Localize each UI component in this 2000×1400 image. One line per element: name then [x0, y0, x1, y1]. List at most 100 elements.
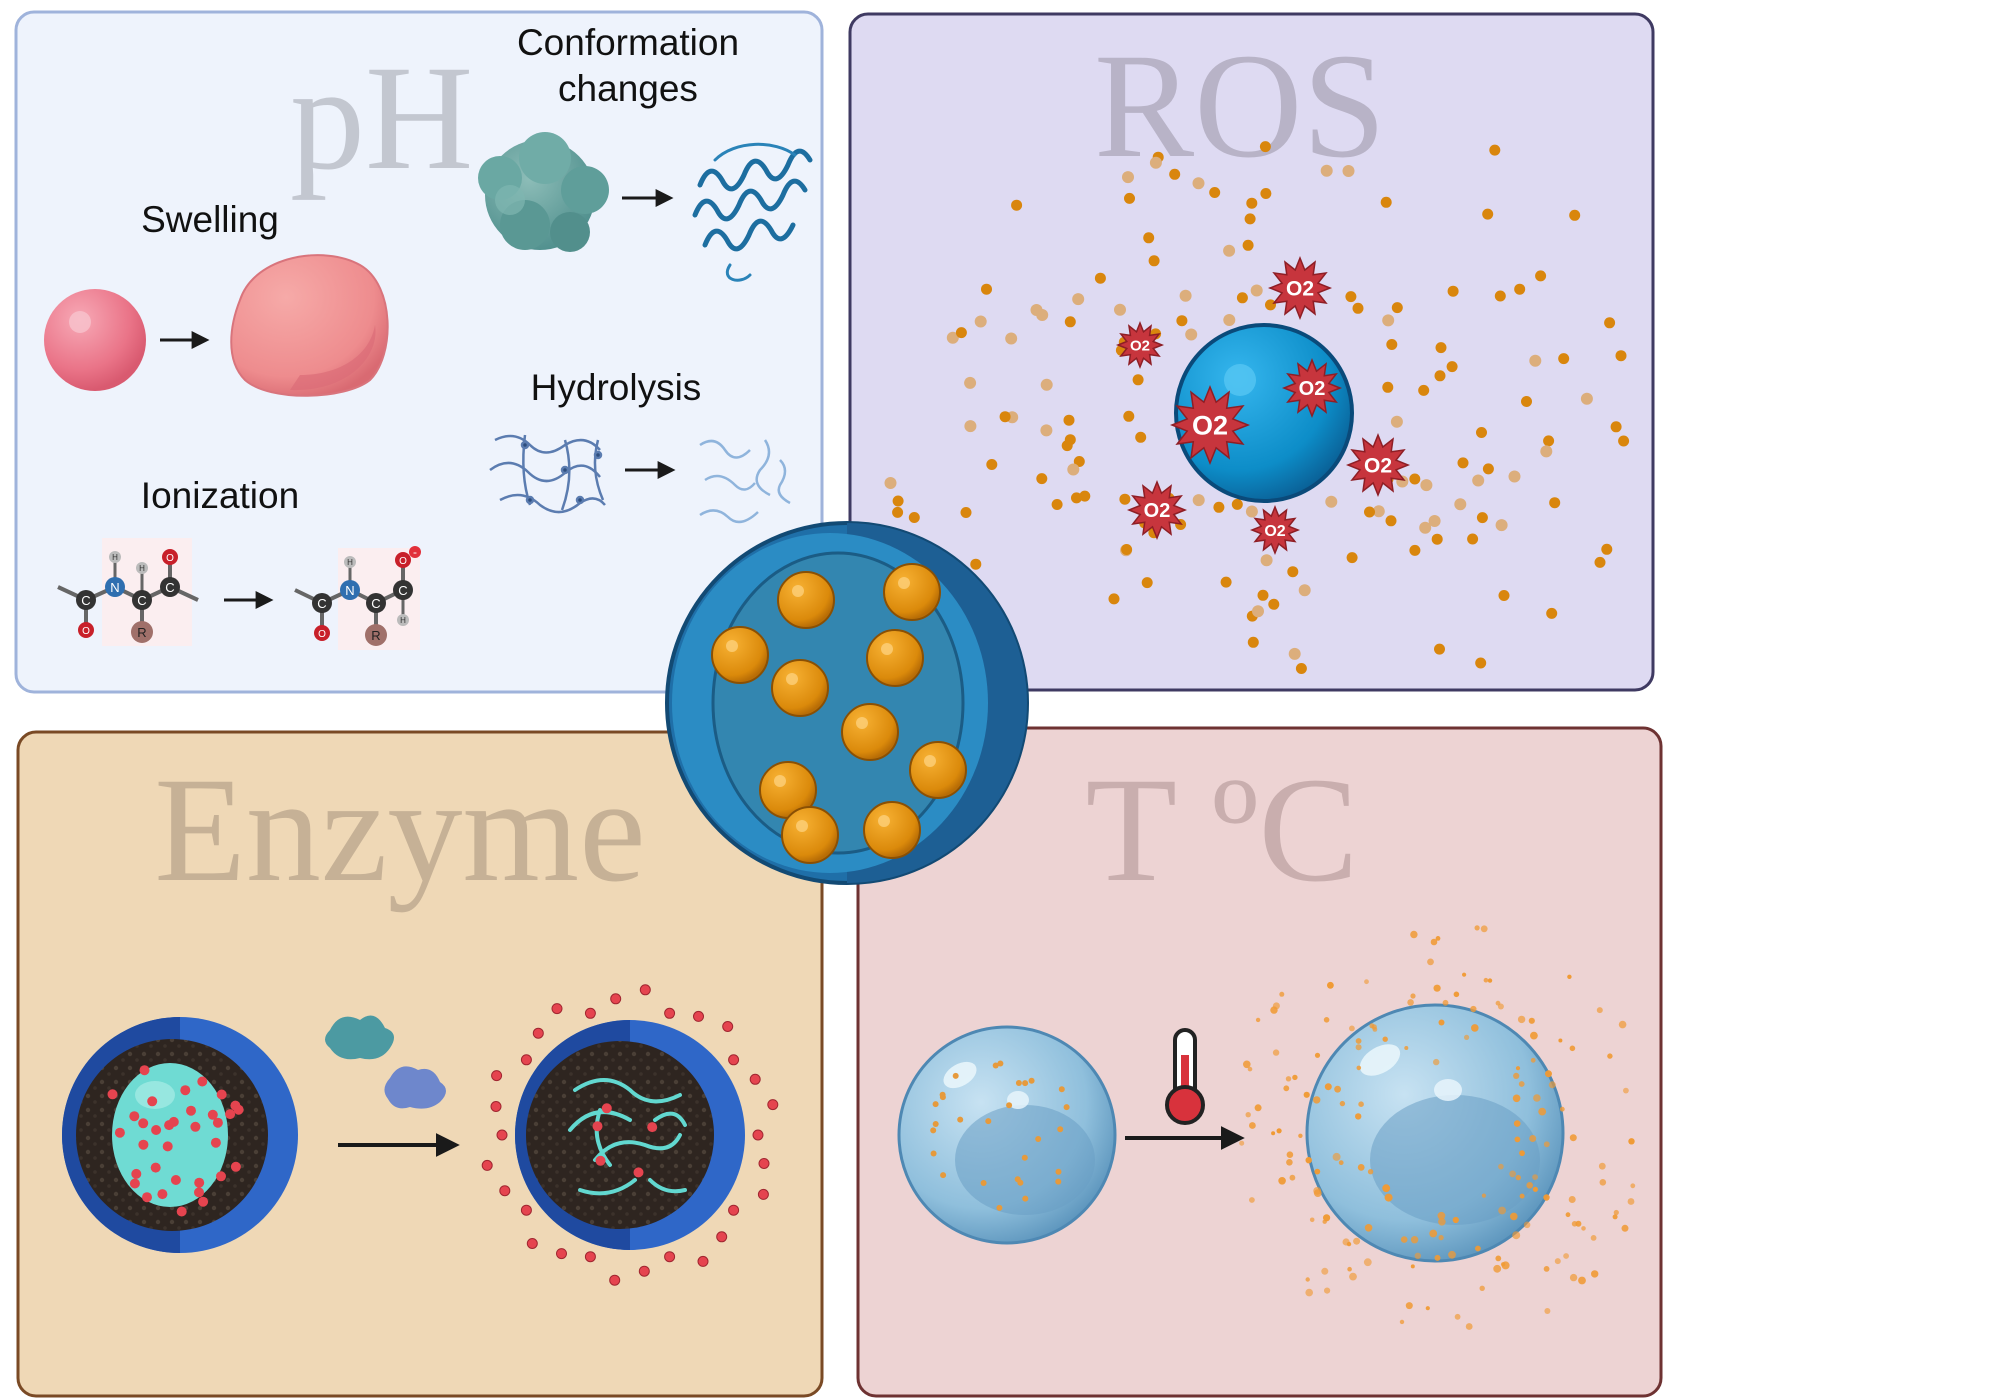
panel-enzyme-title: Enzyme: [154, 747, 645, 913]
released-particle: [1298, 1133, 1303, 1139]
released-particle: [1543, 1194, 1550, 1201]
ros-particle: [955, 327, 967, 339]
released-particle: [1464, 1034, 1470, 1040]
ros-particle: [1529, 354, 1542, 367]
released-drug-molecule: [499, 1185, 511, 1197]
hydrolysis-label: Hydrolysis: [531, 367, 702, 408]
ros-particle: [1247, 636, 1259, 648]
ros-particle: [1236, 292, 1248, 304]
ionization-label: Ionization: [141, 475, 299, 516]
released-particle: [1243, 1060, 1251, 1069]
drug-molecule: [138, 1139, 149, 1150]
negative-charge: -: [413, 545, 417, 559]
drug-molecule: [186, 1105, 196, 1116]
helix-protein-icon: [692, 142, 813, 282]
released-particle: [1367, 1169, 1374, 1175]
ros-particle: [1063, 414, 1075, 426]
radical-label: O2: [1286, 278, 1314, 301]
released-particle: [1249, 1197, 1255, 1203]
superoxide-radical-icon: O2: [1115, 320, 1165, 370]
encapsulated-particle: [985, 1118, 992, 1125]
ros-particle: [1498, 590, 1510, 601]
degraded-particle-icon: [481, 984, 779, 1286]
drug-molecule: [210, 1137, 221, 1148]
ros-particle: [1185, 328, 1198, 341]
ros-particle: [1149, 156, 1162, 169]
released-particle: [1526, 1182, 1533, 1189]
released-particle: [1481, 1193, 1486, 1198]
ros-particle: [1244, 213, 1256, 225]
ros-particle: [1372, 505, 1385, 518]
ros-particle: [1011, 199, 1023, 211]
released-drug-molecule: [532, 1027, 544, 1039]
released-particle: [1495, 1255, 1502, 1262]
released-particle: [1612, 1214, 1618, 1220]
drug-molecule: [233, 1104, 244, 1115]
released-particle: [1276, 1128, 1282, 1134]
amino-acid-molecule-icon: C O N H C H R C O: [57, 538, 199, 646]
drug-molecule: [194, 1177, 205, 1188]
ros-particle: [1385, 515, 1397, 527]
ros-particle: [1121, 544, 1133, 555]
ros-particle: [1079, 490, 1091, 502]
released-particle: [1327, 981, 1334, 989]
released-particle: [1342, 1238, 1350, 1246]
released-drug-molecule: [722, 1021, 734, 1032]
radical-label: O2: [1130, 338, 1150, 355]
panel-temperature: T ºC: [856, 726, 1663, 1398]
released-particle: [1623, 1087, 1629, 1094]
drug-molecule: [601, 1103, 612, 1114]
released-particle: [1598, 1162, 1606, 1170]
released-particle: [1357, 1164, 1365, 1171]
ros-particle: [1390, 415, 1403, 428]
ros-particle: [1435, 342, 1447, 354]
radical-label: O2: [1144, 500, 1171, 522]
atom-c2: C: [137, 593, 146, 608]
ros-particle: [1380, 196, 1392, 208]
released-particle: [1271, 1131, 1276, 1136]
encapsulated-particle: [1055, 1178, 1062, 1185]
ros-particle: [1494, 290, 1506, 302]
ros-particle: [1580, 392, 1593, 405]
ros-particle: [1242, 239, 1254, 251]
released-particle: [1384, 1193, 1393, 1202]
released-drug-molecule: [638, 1265, 650, 1277]
released-particle: [1283, 1085, 1290, 1092]
ros-particle: [1431, 533, 1443, 545]
panel-temperature-title: T ºC: [1086, 747, 1359, 913]
ros-particle: [1535, 270, 1547, 282]
atom-r2: R: [371, 628, 380, 643]
released-particle: [1363, 1258, 1372, 1267]
ros-particle: [1220, 576, 1232, 588]
released-particle: [1313, 1096, 1321, 1104]
ros-particle: [1382, 314, 1395, 327]
atom-c6: C: [398, 583, 407, 598]
ros-particle: [1482, 208, 1494, 220]
ros-particle: [1295, 663, 1307, 674]
released-particle: [1513, 1072, 1520, 1079]
released-particle: [1245, 1112, 1251, 1118]
released-particle: [1324, 1083, 1332, 1091]
released-particle: [1358, 1101, 1364, 1107]
atom-n1: N: [110, 580, 119, 595]
ros-particle: [1231, 498, 1243, 510]
released-particle: [1433, 984, 1441, 992]
ros-particle: [1508, 470, 1521, 483]
encapsulated-particle: [1021, 1154, 1028, 1161]
ros-particle: [892, 495, 904, 507]
ros-particle: [960, 507, 972, 518]
ros-particle: [1148, 255, 1160, 267]
released-particle: [1364, 1224, 1373, 1232]
ros-particle: [1169, 168, 1181, 180]
released-particle: [1272, 1049, 1280, 1056]
ros-particle: [1549, 497, 1561, 509]
released-particle: [1518, 1081, 1525, 1087]
released-drug-molecule: [526, 1238, 538, 1249]
ros-particle: [974, 315, 987, 328]
ros-particle: [1268, 598, 1280, 610]
released-particle: [1270, 1006, 1278, 1014]
released-particle: [1591, 1270, 1599, 1278]
released-particle: [1471, 1024, 1479, 1032]
released-particle: [1400, 1236, 1408, 1243]
